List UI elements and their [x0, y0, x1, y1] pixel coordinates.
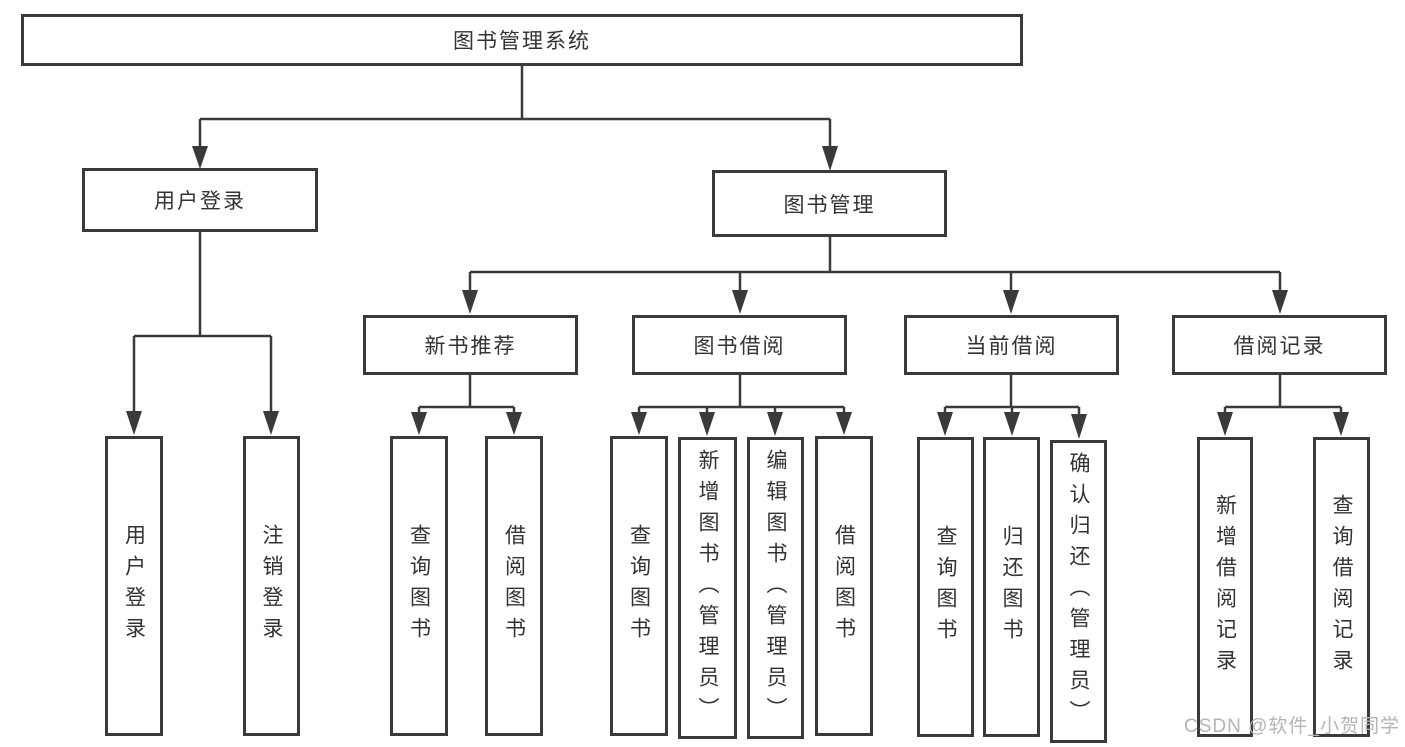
node-book-borrow: 图书借阅 [632, 315, 847, 375]
node-current-borrow: 当前借阅 [904, 315, 1119, 375]
leaf-confirm-return-admin: 确认归还（管理员） [1050, 440, 1107, 743]
node-borrow-records: 借阅记录 [1172, 315, 1387, 375]
connector-user-login-to-leaves [126, 232, 279, 435]
connector-root-to-level2 [192, 66, 838, 171]
leaf-query-books-recommend: 查询图书 [390, 436, 448, 736]
connector-book-borrow-to-leaves [631, 375, 852, 436]
connector-book-mgmt-to-level3 [462, 237, 1288, 314]
connector-new-book-to-leaves [411, 375, 522, 435]
leaf-user-login: 用户登录 [105, 436, 163, 736]
csdn-watermark: CSDN @软件_小贺同学 [1184, 716, 1400, 737]
connector-borrow-records-to-leaves [1217, 375, 1349, 436]
leaf-logout: 注销登录 [243, 436, 300, 736]
node-new-book-recommend: 新书推荐 [363, 315, 578, 375]
leaf-add-borrow-record: 新增借阅记录 [1197, 437, 1253, 737]
leaf-add-books-admin: 新增图书（管理员） [678, 437, 737, 739]
node-user-login: 用户登录 [82, 168, 318, 232]
leaf-query-borrow-record: 查询借阅记录 [1313, 437, 1370, 737]
leaf-borrow-books: 借阅图书 [815, 436, 873, 736]
leaf-query-books-borrow: 查询图书 [610, 436, 668, 736]
leaf-return-books: 归还图书 [983, 437, 1040, 737]
node-book-management: 图书管理 [712, 170, 947, 237]
connector-current-borrow-to-leaves [937, 375, 1087, 439]
node-root: 图书管理系统 [21, 14, 1023, 66]
leaf-borrow-books-recommend: 借阅图书 [485, 436, 543, 736]
leaf-edit-books-admin: 编辑图书（管理员） [747, 437, 804, 739]
leaf-query-books-current: 查询图书 [917, 437, 974, 737]
